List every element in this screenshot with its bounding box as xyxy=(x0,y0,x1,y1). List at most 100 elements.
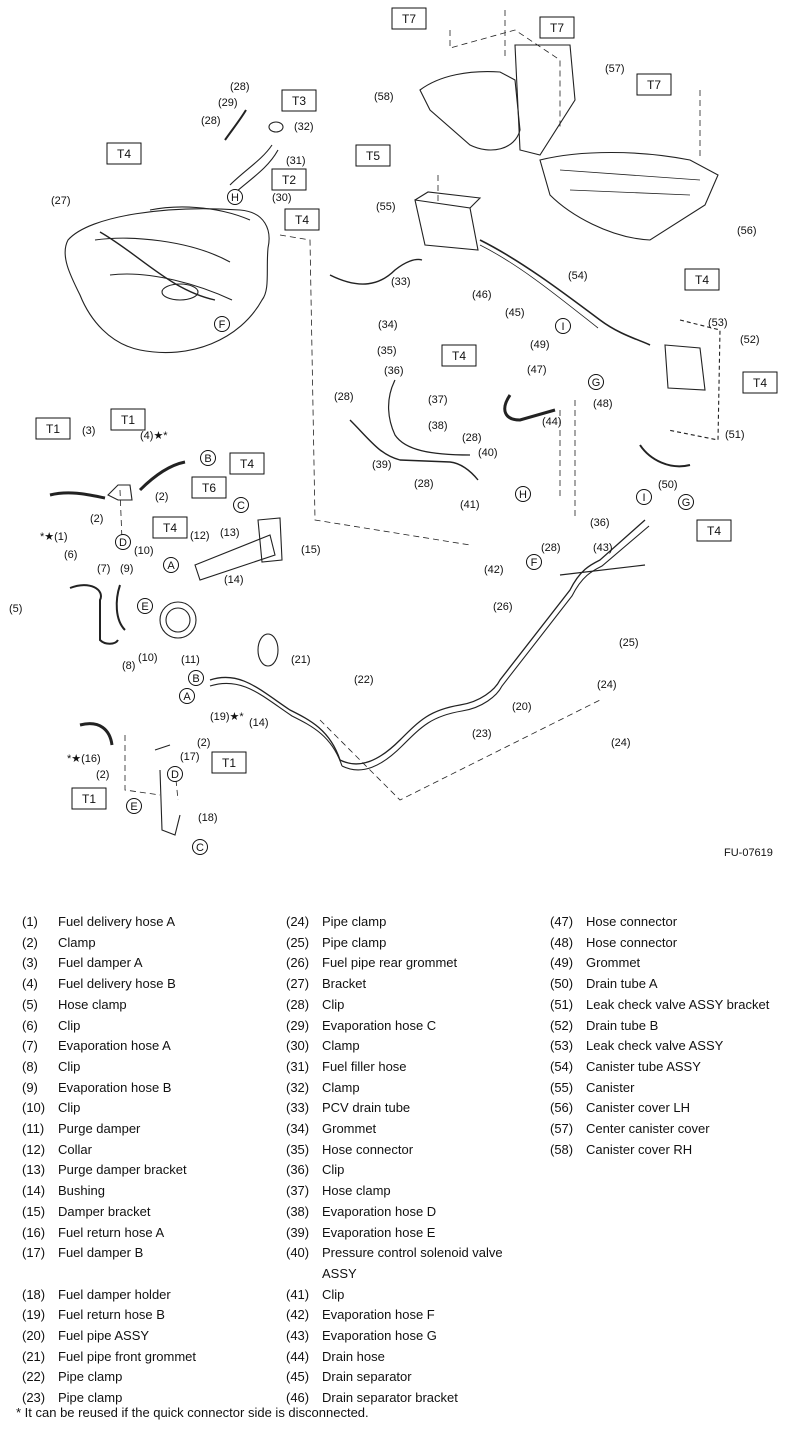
reference-circle: H xyxy=(515,486,531,502)
part-callout: (6) xyxy=(64,549,77,561)
figure-id: FU-07619 xyxy=(724,847,773,859)
part-callout: (30) xyxy=(272,192,292,204)
part-callout: (46) xyxy=(472,289,492,301)
torque-tag: T1 xyxy=(211,751,247,774)
reference-circle-letter: I xyxy=(642,492,645,504)
legend-part-name: Evaporation hose B xyxy=(58,1079,172,1095)
torque-tag-label: T7 xyxy=(550,21,564,35)
legend-part-name: Drain tube B xyxy=(586,1017,659,1033)
legend-part-number: (8) xyxy=(22,1058,38,1074)
part-callout: (28) xyxy=(414,478,434,490)
legend-part-number: (44) xyxy=(286,1348,310,1364)
legend-part-number: (38) xyxy=(286,1203,310,1219)
legend-part-number: (47) xyxy=(550,914,574,929)
legend-part-name: Hose connector xyxy=(586,934,678,950)
part-callout: (15) xyxy=(301,544,321,556)
legend-row: (47)Hose connector xyxy=(550,912,790,933)
legend-row: (37)Hose clamp xyxy=(286,1181,536,1202)
part-callout: (9) xyxy=(120,563,133,575)
canister xyxy=(414,191,482,251)
legend-part-name: Drain separator bracket xyxy=(322,1390,458,1406)
center-canister-cover xyxy=(514,44,576,156)
part-callout: (34) xyxy=(378,319,398,331)
fuel-tank xyxy=(64,208,270,354)
torque-tag: T3 xyxy=(281,89,317,112)
torque-tag: T6 xyxy=(191,476,227,499)
legend-part-number: (48) xyxy=(550,934,574,950)
legend-row: (14)Bushing xyxy=(22,1181,272,1202)
torque-tag-label: T4 xyxy=(707,524,721,538)
part-callout: (28) xyxy=(230,81,250,93)
part-callout: (2) xyxy=(197,737,210,749)
part-callout: (26) xyxy=(493,601,513,613)
part-callout: (40) xyxy=(478,447,498,459)
legend-part-number: (55) xyxy=(550,1079,574,1095)
fuel-filler-hose xyxy=(229,144,279,193)
legend-part-name: Fuel damper B xyxy=(58,1245,144,1261)
legend-row: (43)Evaporation hose G xyxy=(286,1326,536,1347)
reference-circle-letter: E xyxy=(141,601,148,613)
legend-part-name: Purge damper xyxy=(58,1121,141,1137)
legend-part-number: (34) xyxy=(286,1121,310,1137)
part-callout: (49) xyxy=(530,339,550,351)
legend-row: (27)Bracket xyxy=(286,974,536,995)
part-callout: (58) xyxy=(374,91,394,103)
legend-part-name: Fuel pipe ASSY xyxy=(58,1328,150,1344)
legend-part-number: (24) xyxy=(286,914,310,929)
torque-tag-label: T1 xyxy=(82,792,96,806)
part-callout: (53) xyxy=(708,317,728,329)
legend-row: (5)Hose clamp xyxy=(22,995,272,1016)
legend-part-name: Purge damper bracket xyxy=(58,1162,187,1178)
reference-circle: G xyxy=(588,374,604,390)
legend-row: (58)Canister cover RH xyxy=(550,1140,790,1161)
legend-part-number: (22) xyxy=(22,1369,46,1385)
legend-row: (42)Evaporation hose F xyxy=(286,1305,536,1326)
part-callout: (50) xyxy=(658,479,678,491)
legend-part-name: Fuel filler hose xyxy=(322,1058,407,1074)
torque-tag-label: T1 xyxy=(46,422,60,436)
legend-column-1: (1)Fuel delivery hose A(2)Clamp(3)Fuel d… xyxy=(22,912,272,1409)
legend-row: (7)Evaporation hose A xyxy=(22,1036,272,1057)
reference-circle-letter: D xyxy=(171,769,179,781)
part-callout: (24) xyxy=(597,679,617,691)
torque-tag-label: T7 xyxy=(402,12,416,26)
reference-circle-letter: H xyxy=(519,489,527,501)
part-callout: (10) xyxy=(138,652,158,664)
part-callout: (54) xyxy=(568,270,588,282)
torque-tag-label: T1 xyxy=(121,413,135,427)
reference-circle-letter: B xyxy=(204,453,211,465)
reference-circle-letter: A xyxy=(183,691,191,703)
legend-row: (29)Evaporation hose C xyxy=(286,1016,536,1037)
part-callout: (44) xyxy=(542,416,562,428)
part-callout: (24) xyxy=(611,737,631,749)
legend-part-number: (4) xyxy=(22,976,38,992)
legend-part-name: Pipe clamp xyxy=(58,1390,123,1406)
legend-part-name: Fuel pipe front grommet xyxy=(58,1348,197,1364)
torque-tag-label: T4 xyxy=(753,376,767,390)
part-callout: (21) xyxy=(291,654,311,666)
footnote: * It can be reused if the quick connecto… xyxy=(16,1405,369,1420)
legend-row: (56)Canister cover LH xyxy=(550,1098,790,1119)
reference-circle: B xyxy=(188,670,204,686)
legend-part-number: (25) xyxy=(286,934,310,950)
legend-part-number: (9) xyxy=(22,1079,38,1095)
torque-tag-label: T5 xyxy=(366,149,380,163)
reference-circle-letter: G xyxy=(592,377,601,389)
legend-row: (50)Drain tube A xyxy=(550,974,790,995)
canister-cover-lh xyxy=(539,151,719,241)
reference-circle: F xyxy=(214,316,230,332)
legend-part-name: Fuel delivery hose A xyxy=(58,914,176,929)
torque-tag: T4 xyxy=(684,268,720,291)
legend-part-number: (53) xyxy=(550,1038,574,1054)
legend-part-number: (56) xyxy=(550,1100,574,1116)
part-callout: (23) xyxy=(472,728,492,740)
torque-tag: T7 xyxy=(636,73,672,96)
part-callout: (35) xyxy=(377,345,397,357)
part-callout: (29) xyxy=(218,97,238,109)
legend-part-number: (10) xyxy=(22,1100,46,1116)
legend-part-name: Hose clamp xyxy=(58,996,127,1012)
part-callout: (51) xyxy=(725,429,745,441)
legend-part-name: Canister tube ASSY xyxy=(586,1058,701,1074)
legend-column-3: (47)Hose connector(48)Hose connector(49)… xyxy=(550,912,790,1160)
legend-part-name xyxy=(58,1264,62,1285)
